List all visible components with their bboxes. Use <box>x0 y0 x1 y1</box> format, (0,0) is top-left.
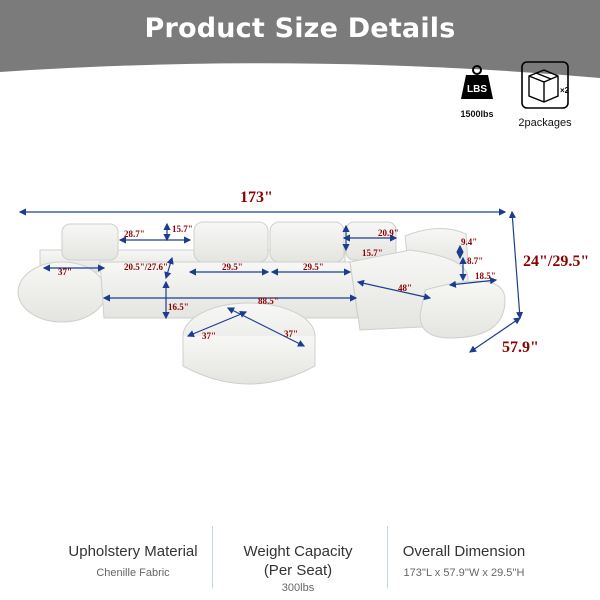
packages-caption: 2packages <box>518 117 572 129</box>
upholstery-label: Upholstery Material <box>68 543 198 560</box>
weight-icon-text: LBS <box>467 84 487 95</box>
dim-left-arm-depth: 37" <box>58 267 72 277</box>
dim-ottoman-width: 37" <box>284 329 298 339</box>
dim-seat-height: 20.5"/27.6" <box>124 262 168 272</box>
dim-pillow-height: 9.4" <box>461 237 478 247</box>
dim-overall-depth: 57.9" <box>502 339 539 356</box>
dim-arm-height: 8.7" <box>467 256 484 266</box>
dim-ottoman-depth: 37" <box>202 331 216 341</box>
dim-center-length: 88.5" <box>258 296 279 306</box>
footer-upholstery: Upholstery Material Chenille Fabric <box>38 543 228 579</box>
dim-back-cushion-width: 28.7" <box>124 229 145 239</box>
dim-overall-height: 24"/29.5" <box>523 253 590 270</box>
box-icon: ×2 <box>521 61 570 109</box>
upholstery-value: Chenille Fabric <box>96 566 170 579</box>
page-title: Product Size Details <box>144 13 456 44</box>
capacity-value: 300lbs <box>281 581 315 594</box>
dim-seat-cushion-left: 29.5" <box>222 262 243 272</box>
dim-chaise-depth: 18.5" <box>475 271 496 281</box>
capacity-label-line2: (Per Seat) <box>263 561 333 579</box>
dim-seat-depth: 16.5" <box>168 302 189 312</box>
packages-badge: ×2 2packages <box>512 60 578 129</box>
footer-capacity: Weight Capacity (Per Seat) 300lbs <box>203 543 393 594</box>
dim-seat-cushion-right: 29.5" <box>303 262 324 272</box>
overall-value: 173''L x 57.9''W x 29.5''H <box>403 566 525 579</box>
dim-back-cushion-height-left: 15.7" <box>172 224 193 234</box>
dim-back-cushion-height-right: 15.7" <box>362 248 383 258</box>
dim-chaise-length: 48" <box>398 283 412 293</box>
box-icon-text: ×2 <box>560 86 570 95</box>
footer-overall: Overall Dimension 173''L x 57.9''W x 29.… <box>369 543 559 579</box>
header-banner: Product Size Details <box>0 0 600 57</box>
dim-overall-length: 173" <box>240 189 273 206</box>
footer-divider-2 <box>387 526 388 588</box>
overall-label: Overall Dimension <box>402 543 526 560</box>
weight-badge: LBS 1500lbs <box>456 64 498 119</box>
banner-swoosh <box>0 57 600 78</box>
footer-divider-1 <box>212 526 213 588</box>
weight-caption: 1500lbs <box>460 109 494 119</box>
capacity-label-line1: Weight Capacity <box>243 543 353 560</box>
dimension-arrows <box>18 208 524 353</box>
dim-back-cushion-right-width: 20.9" <box>378 228 399 238</box>
weight-icon: LBS <box>461 65 493 99</box>
